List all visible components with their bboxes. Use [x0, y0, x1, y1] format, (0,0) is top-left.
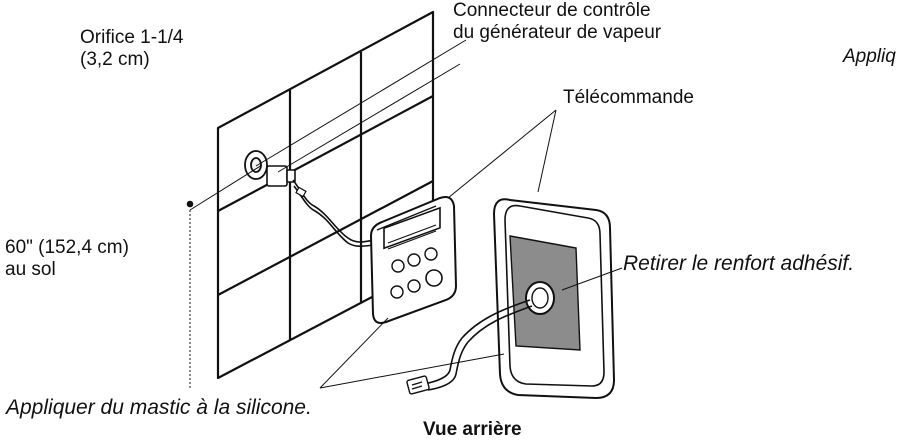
connector-label-line2: du générateur de vapeur — [453, 21, 662, 43]
remote-control-rear — [492, 198, 616, 400]
remote-label: Télécommande — [563, 87, 694, 108]
applique-label: Appliq — [843, 46, 896, 67]
rear-plug — [406, 375, 430, 395]
connector — [266, 165, 296, 187]
rear-cable — [423, 299, 531, 385]
orifice-label-line2: (3,2 cm) — [80, 48, 150, 70]
connector-label: Connecteur de contrôle du générateur de … — [453, 0, 661, 44]
orifice-label: Orifice 1-1/4 (3,2 cm) — [80, 27, 183, 71]
orifice-hole — [244, 150, 268, 180]
rear-view-label: Vue arrière — [423, 419, 522, 440]
height-label: 60" (152,4 cm) au sol — [5, 237, 129, 281]
remote-control-front — [369, 196, 458, 324]
tile-wall — [216, 10, 435, 380]
remove-adhesive-label: Retirer le renfort adhésif. — [623, 252, 855, 275]
orifice-label-line1: Orifice 1-1/4 — [80, 27, 184, 48]
leader-lines — [189, 39, 623, 389]
connector-label-line1: Connecteur de contrôle — [453, 0, 651, 21]
height-dimension — [186, 200, 194, 388]
height-label-line2: au sol — [5, 258, 56, 280]
apply-silicone-label: Appliquer du mastic à la silicone. — [6, 396, 312, 419]
height-label-line1: 60" (152,4 cm) — [5, 237, 129, 258]
